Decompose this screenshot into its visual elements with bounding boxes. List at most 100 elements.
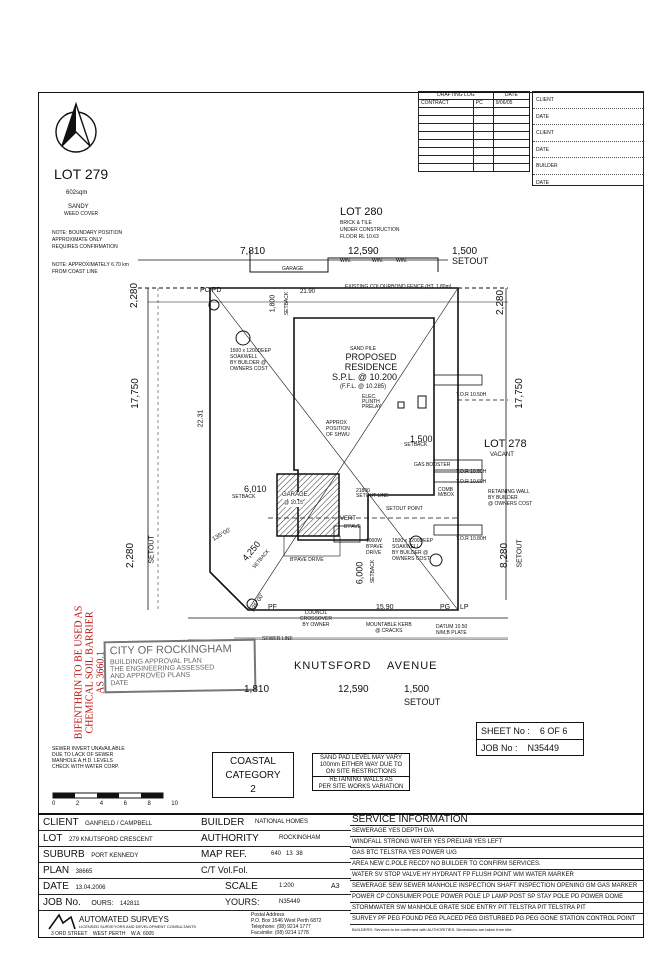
service-row: WATER SV STOP VALVE HY HYDRANT FP FLUSH … — [350, 870, 644, 881]
survey-pf: PF — [268, 604, 277, 611]
lot-surface: SANDY — [68, 204, 89, 210]
sewer-line: SEWER LINE — [262, 636, 293, 642]
builder-field: BUILDER — [533, 158, 643, 175]
dim-right-bottom-label: SETOUT — [516, 539, 524, 568]
client-field-2: CLIENT — [533, 125, 643, 142]
setback-left: 6,010 — [244, 484, 267, 494]
company-address: 3 ORD STREET WEST PERTH W.A. 6005 — [51, 931, 155, 937]
lot-280-win-1: WIN. — [340, 258, 352, 264]
client-field-1: CLIENT — [533, 92, 643, 109]
sheet-box: SHEET No : 6 OF 6 JOB No : N35449 — [476, 722, 584, 756]
dim-top-left: 7,810 — [240, 246, 266, 257]
client-date-box: CLIENT DATE CLIENT DATE BUILDER DATE — [532, 91, 644, 186]
residence-title: PROPOSED RESIDENCE — [344, 352, 398, 372]
dim-top-right-label: SETOUT — [452, 256, 489, 266]
setback-right: 1,500 — [410, 434, 433, 444]
drafting-log-date-header: DATE — [492, 91, 531, 100]
tor-1: T.O.R 10.50H — [456, 392, 487, 398]
dim-left-top: 2,280 — [129, 282, 141, 309]
existing-fence: EXISTING COLOURBOND FENCE (HT. 1.80m) — [345, 284, 452, 290]
vert-label: VERT — [340, 516, 356, 522]
lot-278-status: VACANT — [490, 452, 514, 458]
site-plan-drawing — [138, 250, 508, 640]
setback-top: 1,800 — [269, 294, 277, 313]
vert-bpave: B'PAVE — [344, 524, 361, 530]
date-field-2: DATE — [533, 142, 643, 158]
service-row: STORMWATER SW MANHOLE GRATE SIDE ENTRY P… — [350, 903, 644, 914]
setback-drive: 6,000 — [354, 561, 365, 585]
service-row: POWER CP CONSUMER POLE POWER POLE LP LAM… — [350, 892, 644, 903]
drafting-log: DRAFTING LOG DATE CONTRACT PC 9/06/05 — [418, 91, 531, 172]
paved-drive: B'PAVE DRIVE — [290, 557, 324, 563]
north-arrow-icon — [55, 101, 97, 153]
frontage-dim: 15.90 — [376, 604, 394, 611]
lot-280-win-2: WIN. — [372, 258, 384, 264]
residence-ffl: (F.F.L. @ 10.285) — [340, 384, 387, 390]
postal-address: Postal Address P.O. Box 1546 West Perth … — [251, 912, 322, 936]
dim-left-side: 17,750 — [129, 378, 141, 409]
dim-bottom-right-label: SETOUT — [404, 697, 441, 707]
mountable-kerb: MOUNTABLE KERB@ CRACKS — [366, 622, 412, 634]
lot-cover: WEED COVER — [64, 211, 99, 217]
service-row: WINDFALL STRONG WATER YES PRELIAB YES LE… — [350, 837, 644, 848]
drafting-log-initials: PC — [472, 99, 494, 108]
service-row: SURVEY PF PEG FOUND PEG PLACED PEG DISTU… — [350, 914, 644, 925]
gas-booster: GAS BOOSTER — [414, 462, 451, 468]
setout-point: SETOUT POINT — [386, 506, 423, 512]
tor-4: T.O.R 10.80H — [456, 536, 487, 542]
date-field-3: DATE — [536, 179, 549, 186]
elec-plinth: ELEC. PLINTH PRELAY — [362, 394, 382, 410]
lot-279-title: LOT 279 — [54, 166, 109, 182]
garage-ffl: @ 10.15 — [284, 500, 303, 507]
garage-title: GARAGE — [282, 492, 308, 499]
company-name: AUTOMATED SURVEYS — [79, 915, 169, 924]
setback-top-label: SETBACK — [284, 291, 291, 316]
setback-right-label: SETBACK — [404, 442, 428, 448]
dim-left-bottom: 2,280 — [125, 542, 137, 569]
lot-280-title: LOT 280 — [340, 206, 383, 218]
title-block: CLIENT GANFIELD / CAMPBELL BUILDER NATIO… — [38, 814, 644, 938]
sand-pile: SAND PILE — [350, 346, 377, 352]
service-information: SERVICE INFORMATION SEWERAGE YES DEPTH D… — [350, 814, 644, 935]
dim-top-mid: 12,590 — [348, 246, 379, 257]
drafting-log-contract: CONTRACT — [418, 99, 474, 108]
drawing-frame — [38, 92, 644, 814]
comb-mbox: COMB M/BOX — [438, 487, 455, 498]
dim-right-side: 17,750 — [513, 378, 525, 409]
service-row: BUILDERS: Services to be confirmed with … — [352, 927, 513, 932]
tor-2: T.O.R 10.50H — [456, 469, 487, 475]
survey-pg: PG — [440, 604, 451, 611]
dim-bottom-mid: 12,590 — [338, 684, 369, 695]
lot-boundary — [209, 287, 459, 611]
tor-3: T.O.R 10.60H — [456, 479, 487, 485]
dim-left-bottom-label: SETOUT — [148, 535, 156, 564]
dim-right-bottom: 8,280 — [499, 542, 511, 569]
service-row: AREA NEW C.POLE RECD? NO BUILDER TO CONF… — [350, 859, 644, 870]
pc-pd-label: PC PD — [200, 287, 222, 294]
company-tag: LICENSED SURVEYORS AND DEVELOPMENT CONSU… — [79, 924, 197, 929]
dim-right-top: 2,280 — [495, 289, 507, 316]
dim-bottom-left: 1,810 — [244, 684, 270, 695]
city-approval-stamp: CITY OF ROCKINGHAM BUILDING APPROVAL PLA… — [103, 638, 257, 694]
dim-bottom-right: 1,500 — [404, 684, 430, 695]
drafting-log-title: DRAFTING LOG — [418, 91, 494, 100]
lot-278-title: LOT 278 — [484, 438, 527, 450]
drafting-log-date: 9/06/05 — [492, 99, 531, 108]
residence-spl: S.P.L. @ 10.200 — [332, 372, 398, 382]
company-logo-icon — [48, 913, 76, 930]
